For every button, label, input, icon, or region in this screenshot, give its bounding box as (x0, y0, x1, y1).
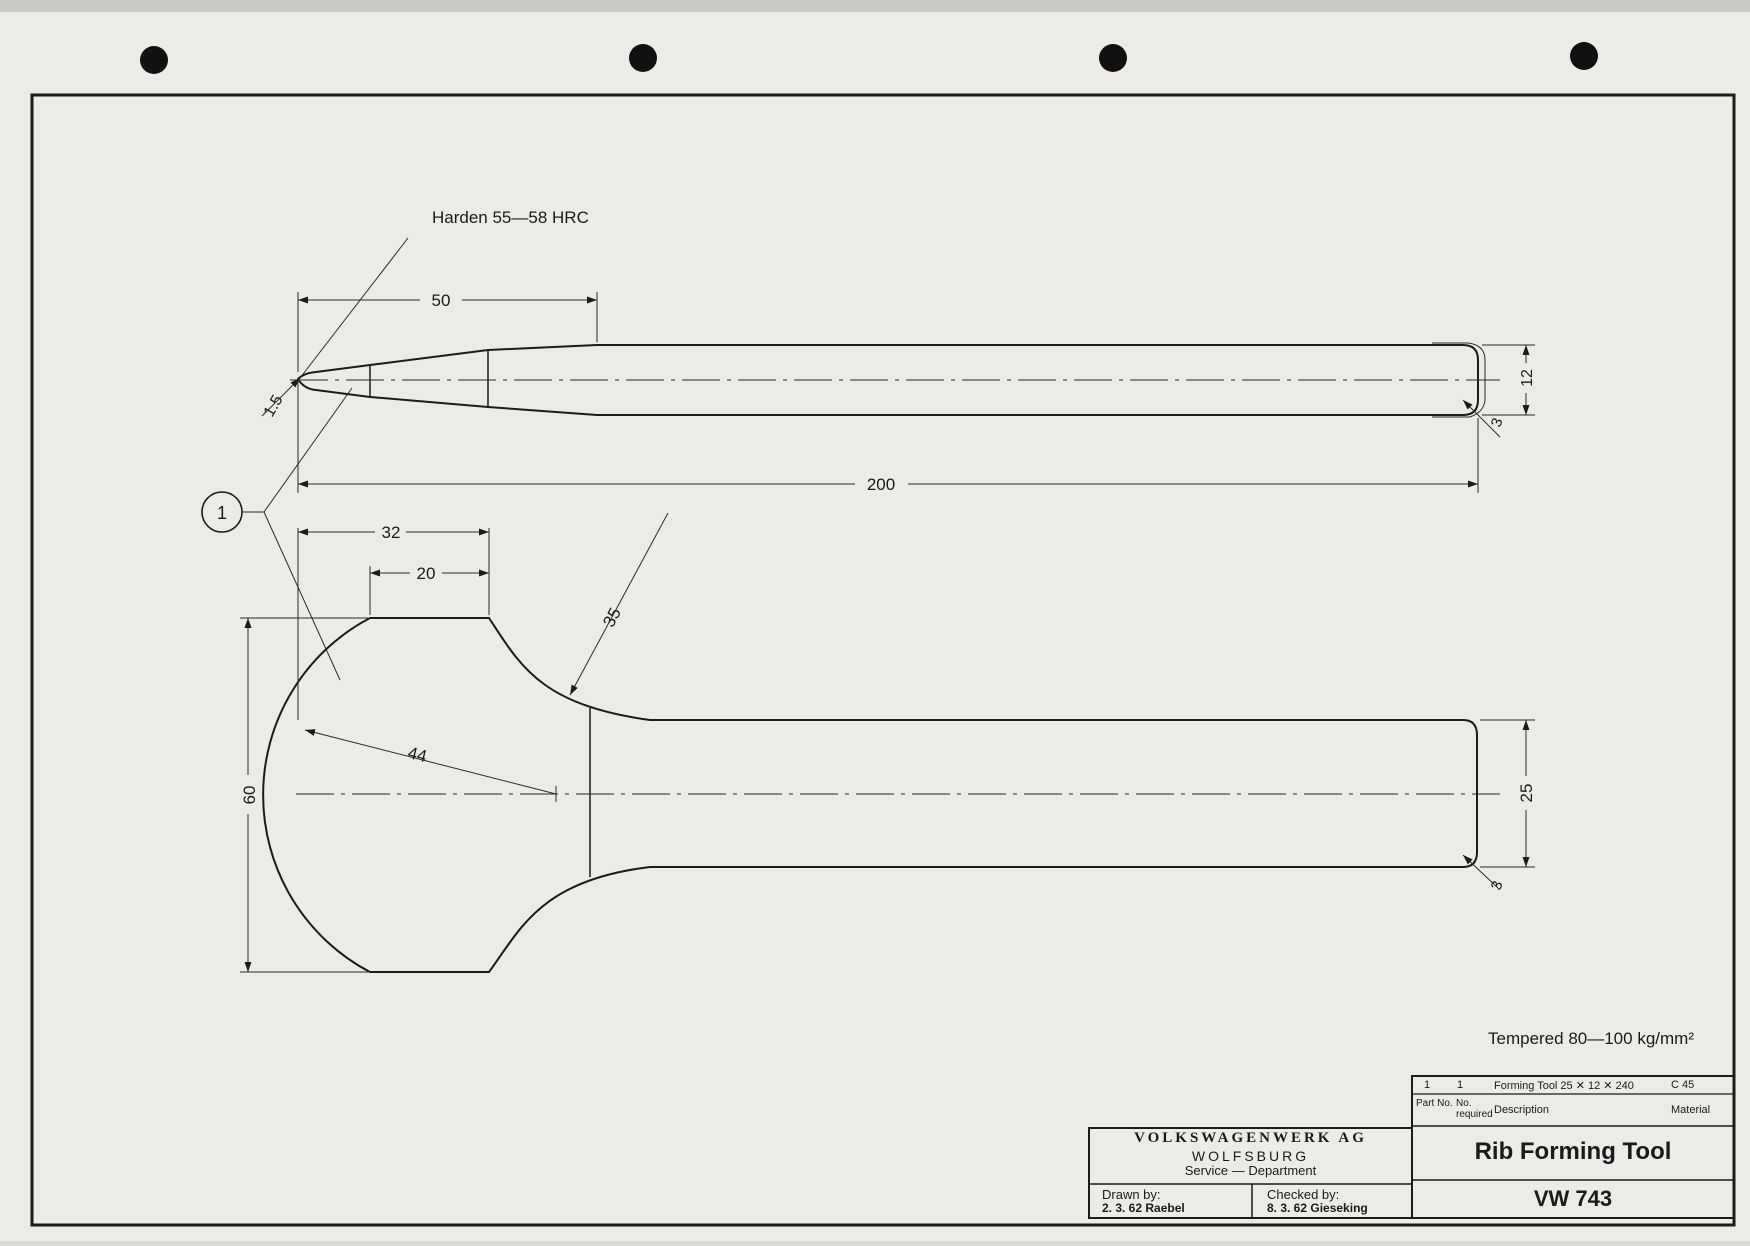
side-view: 32 20 35 44 60 25 3 (240, 512, 1536, 973)
punch-holes (140, 42, 1598, 74)
checked-by-value: 8. 3. 62 Gieseking (1267, 1201, 1368, 1215)
dim-25: 25 (1517, 784, 1536, 803)
dim-200: 200 (867, 475, 895, 494)
dim-20: 20 (417, 564, 436, 583)
harden-note: Harden 55—58 HRC (432, 208, 589, 227)
dim-32: 32 (382, 523, 401, 542)
item-balloon: 1 (201, 387, 353, 681)
company-name: VOLKSWAGENWERK AG (1134, 1130, 1367, 1146)
dimension-line-1.5 (261, 377, 301, 417)
punch-hole (629, 44, 657, 72)
drawn-by-value: 2. 3. 62 Raebel (1102, 1201, 1185, 1215)
parts-row-description: Forming Tool 25 ✕ 12 ✕ 240 (1494, 1080, 1634, 1092)
balloon-leader (263, 387, 353, 513)
dim-3-side: 3 (1488, 879, 1507, 893)
harden-leader (299, 237, 409, 379)
dimension-line-r44 (304, 729, 557, 795)
punch-hole (1570, 42, 1598, 70)
dim-r44: 44 (406, 743, 429, 766)
paper-top-edge (0, 0, 1750, 12)
header-part-no: Part No. (1416, 1098, 1453, 1109)
balloon-leader (263, 511, 341, 681)
dim-r35: 35 (599, 605, 625, 631)
parts-row-material: C 45 (1671, 1079, 1695, 1091)
company-city: WOLFSBURG (1191, 1148, 1310, 1164)
dim-60: 60 (240, 786, 259, 805)
dim-12: 12 (1519, 369, 1536, 387)
header-material: Material (1671, 1104, 1711, 1116)
dimension-line-3 (1462, 399, 1501, 438)
item-balloon-number: 1 (217, 503, 227, 523)
header-description: Description (1494, 1104, 1550, 1116)
dim-1.5: 1.5 (261, 392, 287, 420)
side-view-outline (262, 617, 1478, 973)
company-department: Service — Department (1184, 1163, 1317, 1178)
end-chamfer-mark (1432, 342, 1486, 418)
parts-box (1411, 1075, 1735, 1219)
punch-hole (140, 46, 168, 74)
dim-50: 50 (432, 291, 451, 310)
parts-row-no-required: 1 (1457, 1079, 1464, 1091)
drawing-title: Rib Forming Tool (1474, 1138, 1672, 1165)
header-no-required: No. required (1456, 1098, 1493, 1120)
top-view: 50 1.5 12 3 200 (261, 291, 1536, 494)
drawing-border (30, 93, 1736, 1227)
dimension-line-r35 (569, 512, 669, 696)
title-block-lines (1088, 1075, 1735, 1219)
drawing-number: VW 743 (1533, 1186, 1613, 1211)
drawn-by-label: Drawn by: (1102, 1187, 1161, 1202)
punch-hole (1099, 44, 1127, 72)
checked-by-label: Checked by: (1267, 1187, 1340, 1202)
dimension-line-3 (1462, 854, 1499, 889)
parts-row-part-no: 1 (1424, 1079, 1431, 1091)
tempered-note: Tempered 80—100 kg/mm² (1488, 1029, 1694, 1048)
